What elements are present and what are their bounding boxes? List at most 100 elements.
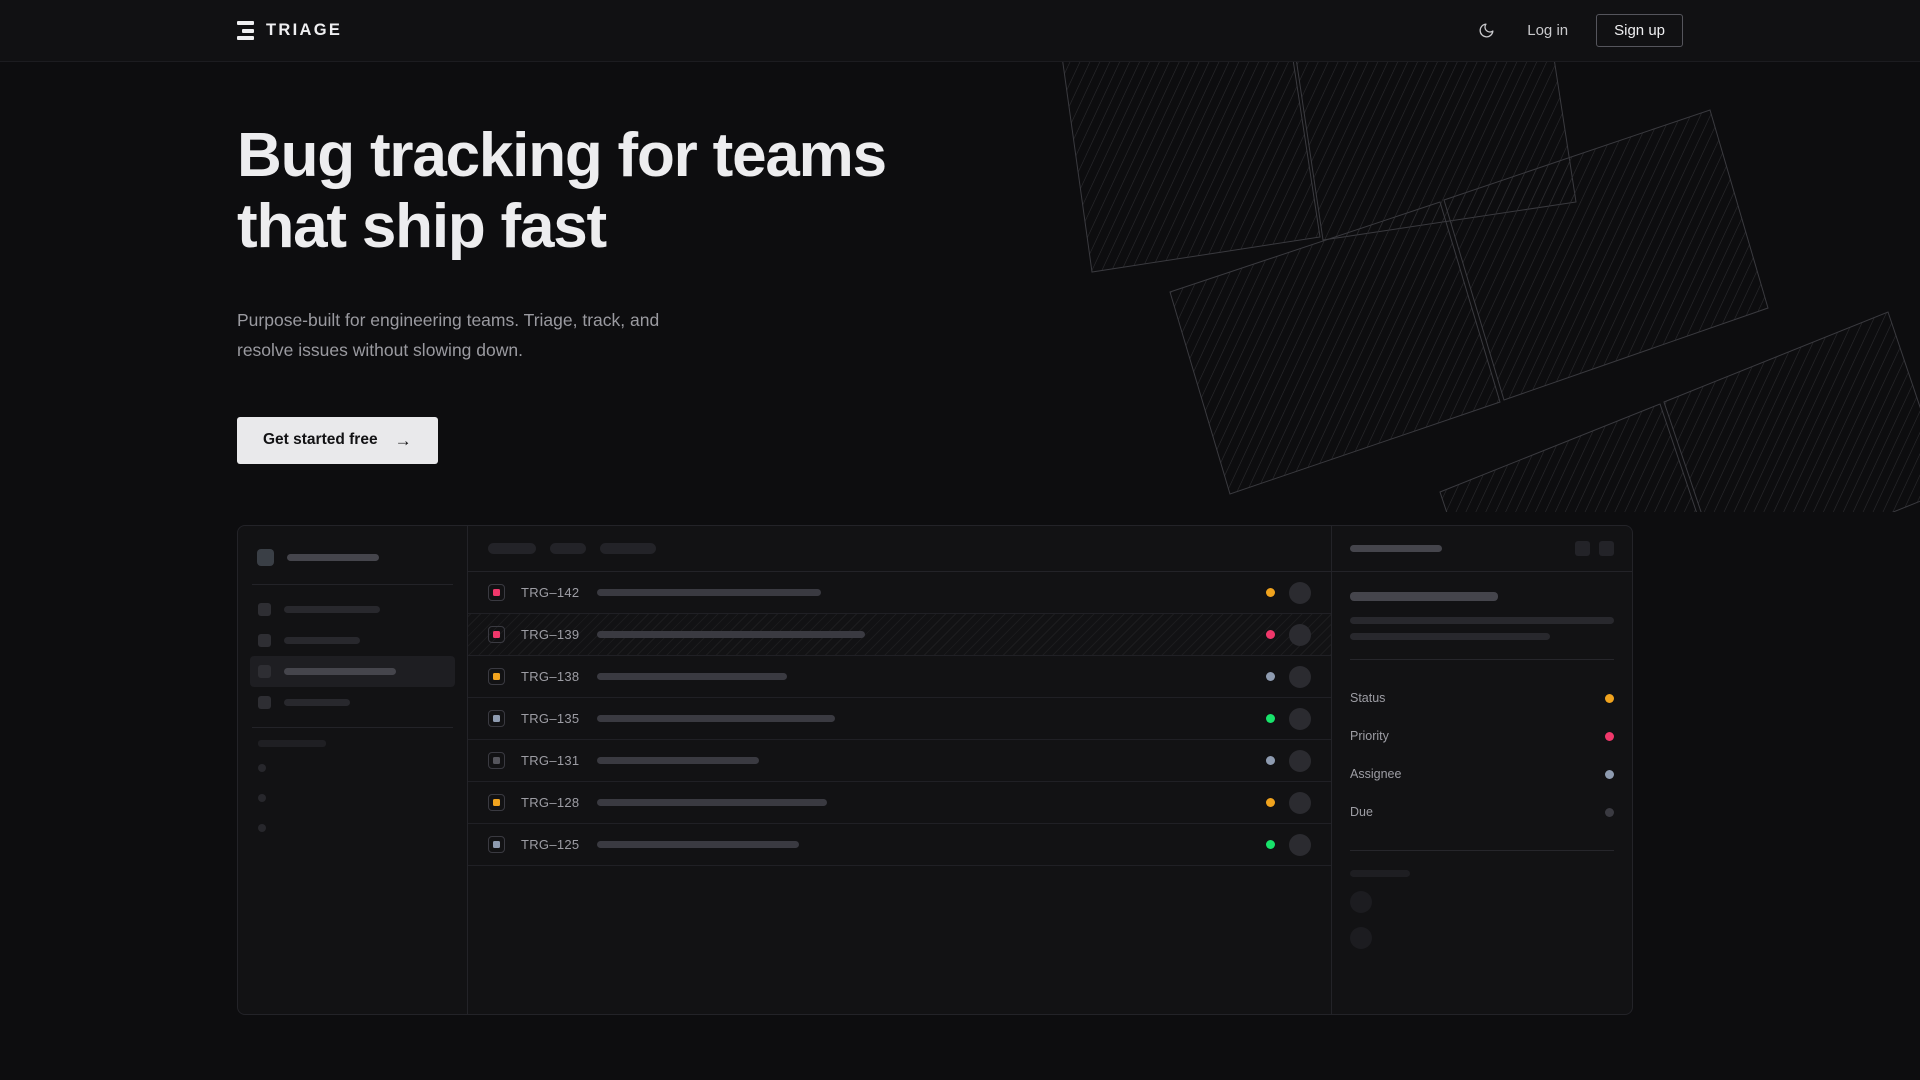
sidebar-nav-list <box>250 594 455 718</box>
sidebar-sub-item-0[interactable] <box>250 753 455 783</box>
row-meta <box>1266 749 1311 772</box>
detail-meta-assignee[interactable]: Assignee <box>1350 755 1614 793</box>
priority-swatch-icon[interactable] <box>488 584 505 601</box>
moon-icon[interactable] <box>1473 18 1499 44</box>
detail-body-skeletons <box>1350 617 1614 640</box>
detail-body-line-0 <box>1350 617 1614 624</box>
toolbar-control-0[interactable] <box>488 543 536 554</box>
status-badge[interactable] <box>1266 630 1275 639</box>
status-badge[interactable] <box>1266 714 1275 723</box>
priority-swatch-icon[interactable] <box>488 626 505 643</box>
table-row[interactable]: TRG–138 <box>468 656 1331 698</box>
avatar[interactable] <box>1289 791 1311 814</box>
detail-divider-bottom <box>1350 850 1614 851</box>
issue-id: TRG–142 <box>521 585 580 600</box>
row-meta <box>1266 581 1311 604</box>
avatar[interactable] <box>1289 623 1311 646</box>
table-row[interactable]: TRG–139 <box>468 614 1331 656</box>
top-navigation-bar: TRIAGE Log in Sign up <box>0 0 1920 62</box>
signup-button[interactable]: Sign up <box>1596 14 1683 47</box>
sidebar-sub-item-dot <box>258 794 266 802</box>
detail-action-button-0[interactable] <box>1575 541 1590 556</box>
sidebar-sub-item-dot <box>258 764 266 772</box>
avatar[interactable] <box>1289 749 1311 772</box>
status-badge[interactable] <box>1266 840 1275 849</box>
avatar[interactable] <box>1289 833 1311 856</box>
detail-header-skeleton <box>1350 545 1442 552</box>
detail-action-button-1[interactable] <box>1599 541 1614 556</box>
toolbar-control-1[interactable] <box>550 543 586 554</box>
activity-avatar-0[interactable] <box>1350 891 1372 913</box>
meta-value-dot[interactable] <box>1605 807 1614 817</box>
priority-swatch-icon[interactable] <box>488 710 505 727</box>
detail-divider-top <box>1350 659 1614 660</box>
meta-value-dot[interactable] <box>1605 731 1614 741</box>
brand-logo[interactable]: TRIAGE <box>237 21 342 40</box>
issue-list-toolbar <box>468 526 1331 572</box>
brand-name: TRIAGE <box>266 21 343 39</box>
sidebar-item-label-skeleton <box>284 699 350 706</box>
status-badge[interactable] <box>1266 756 1275 765</box>
detail-title-skeleton <box>1350 592 1498 601</box>
get-started-button[interactable]: Get started free → <box>237 416 438 464</box>
status-badge[interactable] <box>1266 798 1275 807</box>
priority-swatch-icon[interactable] <box>488 794 505 811</box>
avatar[interactable] <box>1289 707 1311 730</box>
sidebar-divider-bottom <box>252 727 453 728</box>
sidebar-item-1[interactable] <box>250 625 455 656</box>
detail-meta-status[interactable]: Status <box>1350 679 1614 717</box>
activity-avatar-1[interactable] <box>1350 927 1372 949</box>
sidebar-item-0[interactable] <box>250 594 455 625</box>
priority-swatch-icon[interactable] <box>488 668 505 685</box>
issue-title-skeleton <box>597 673 787 680</box>
activity-label-skeleton <box>1350 870 1410 877</box>
sidebar-item-label-skeleton <box>284 637 360 644</box>
table-row[interactable]: TRG–142 <box>468 572 1331 614</box>
issue-id: TRG–131 <box>521 753 580 768</box>
table-row[interactable]: TRG–131 <box>468 740 1331 782</box>
status-badge[interactable] <box>1266 672 1275 681</box>
sidebar-item-icon <box>258 696 271 709</box>
sidebar-item-label-skeleton <box>284 668 396 675</box>
table-row[interactable]: TRG–135 <box>468 698 1331 740</box>
meta-value-dot[interactable] <box>1605 769 1614 779</box>
issue-id: TRG–125 <box>521 837 580 852</box>
detail-meta-priority[interactable]: Priority <box>1350 717 1614 755</box>
sidebar-divider-top <box>252 584 453 585</box>
priority-swatch-icon[interactable] <box>488 836 505 853</box>
toolbar-control-2[interactable] <box>600 543 656 554</box>
sidebar-item-icon <box>258 603 271 616</box>
sidebar-item-2[interactable] <box>250 656 455 687</box>
hero-title-line-2: that ship fast <box>237 192 607 262</box>
sidebar-item-3[interactable] <box>250 687 455 718</box>
detail-meta-due[interactable]: Due <box>1350 793 1614 831</box>
issue-title-skeleton <box>597 799 827 806</box>
sidebar-sub-item-2[interactable] <box>250 813 455 843</box>
table-row[interactable]: TRG–128 <box>468 782 1331 824</box>
table-row[interactable]: TRG–125 <box>468 824 1331 866</box>
status-badge[interactable] <box>1266 588 1275 597</box>
issue-id: TRG–135 <box>521 711 580 726</box>
sidebar-section-label-skeleton <box>258 740 326 747</box>
login-link[interactable]: Log in <box>1527 22 1569 39</box>
cta-label: Get started free <box>263 431 378 449</box>
hero-subtitle: Purpose-built for engineering teams. Tri… <box>237 309 660 360</box>
meta-label: Priority <box>1350 729 1389 743</box>
priority-swatch-icon[interactable] <box>488 752 505 769</box>
sidebar-workspace-switcher[interactable] <box>250 540 455 575</box>
meta-value-dot[interactable] <box>1605 693 1614 703</box>
sidebar-sublist <box>250 753 455 843</box>
avatar[interactable] <box>1289 581 1311 604</box>
detail-body-line-1 <box>1350 633 1550 640</box>
activity-list <box>1350 891 1614 949</box>
issue-title-skeleton <box>597 589 821 596</box>
hero-section: Bug tracking for teams that ship fast Pu… <box>237 120 887 464</box>
avatar[interactable] <box>1289 665 1311 688</box>
sidebar-sub-item-1[interactable] <box>250 783 455 813</box>
detail-panel-header <box>1332 526 1632 572</box>
